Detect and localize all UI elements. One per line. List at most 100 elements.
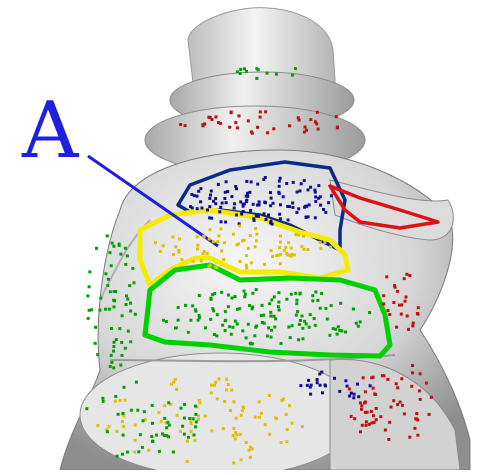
surface-point <box>196 207 199 210</box>
surface-point <box>120 341 123 344</box>
surface-point <box>193 439 196 442</box>
surface-point <box>328 334 331 337</box>
surface-point <box>368 311 371 314</box>
surface-point <box>118 327 121 330</box>
surface-point <box>244 293 247 296</box>
surface-point <box>88 270 91 273</box>
surface-point <box>253 219 256 222</box>
surface-point <box>94 326 97 329</box>
surface-point <box>291 324 294 327</box>
surface-point <box>396 290 399 293</box>
surface-point <box>334 328 337 331</box>
surface-point <box>373 421 376 424</box>
surface-point <box>86 294 89 297</box>
surface-point <box>245 70 248 73</box>
surface-point <box>333 377 336 380</box>
surface-point <box>130 409 133 412</box>
surface-point <box>401 404 404 407</box>
surface-point <box>255 215 258 218</box>
surface-point <box>309 118 312 121</box>
surface-point <box>361 424 364 427</box>
surface-point <box>256 183 259 186</box>
surface-point <box>387 309 390 312</box>
surface-point <box>305 216 308 219</box>
surface-point <box>260 314 263 317</box>
surface-point <box>311 294 314 297</box>
surface-point <box>408 274 411 277</box>
surface-point <box>176 414 179 417</box>
surface-point <box>396 403 399 406</box>
surface-point <box>254 227 257 230</box>
surface-point <box>124 247 127 250</box>
surface-point <box>122 412 125 415</box>
surface-point <box>297 207 300 210</box>
surface-point <box>256 126 259 129</box>
surface-point <box>360 408 363 411</box>
surface-point <box>400 313 403 316</box>
surface-point <box>268 302 271 305</box>
surface-point <box>239 68 242 71</box>
surface-point <box>233 207 236 210</box>
surface-point <box>344 331 347 334</box>
surface-point <box>224 319 227 322</box>
surface-point <box>370 410 373 413</box>
surface-point <box>348 388 351 391</box>
surface-point <box>245 254 248 257</box>
surface-point <box>243 290 246 293</box>
surface-point <box>386 378 389 381</box>
surface-point <box>359 430 362 433</box>
surface-point <box>344 379 347 382</box>
surface-point <box>162 319 165 322</box>
surface-point <box>263 212 266 215</box>
surface-point <box>278 309 281 312</box>
surface-point <box>186 440 189 443</box>
surface-point <box>419 372 422 375</box>
surface-point <box>375 418 378 421</box>
surface-point <box>133 281 136 284</box>
surface-point <box>255 233 258 236</box>
surface-point <box>181 425 184 428</box>
surface-point <box>129 310 132 313</box>
surface-point <box>285 298 288 301</box>
surface-point <box>236 308 239 311</box>
surface-point <box>167 435 170 438</box>
surface-point <box>251 306 254 309</box>
surface-point <box>207 265 210 268</box>
surface-point <box>285 413 288 416</box>
surface-point <box>125 294 128 297</box>
surface-point <box>379 415 382 418</box>
surface-point <box>291 422 294 425</box>
surface-point <box>109 290 112 293</box>
surface-point <box>314 216 317 219</box>
surface-point <box>279 217 282 220</box>
surface-point <box>198 401 201 404</box>
surface-point <box>414 417 417 420</box>
surface-point <box>209 194 212 197</box>
surface-point <box>249 209 252 212</box>
surface-point <box>314 200 317 203</box>
surface-point <box>110 354 113 357</box>
surface-point <box>226 190 229 193</box>
surface-point <box>243 239 246 242</box>
surface-point <box>314 120 317 123</box>
surface-point <box>88 309 91 312</box>
surface-point <box>252 203 255 206</box>
surface-point <box>270 336 273 339</box>
surface-point <box>353 393 356 396</box>
surface-point <box>404 300 407 303</box>
surface-point <box>200 259 203 262</box>
surface-point <box>384 429 387 432</box>
surface-point <box>174 378 177 381</box>
surface-point <box>407 328 410 331</box>
surface-point <box>227 383 230 386</box>
surface-point <box>131 267 134 270</box>
surface-point <box>215 266 218 269</box>
surface-point <box>258 400 261 403</box>
surface-point <box>124 263 127 266</box>
surface-point <box>251 292 254 295</box>
surface-point <box>157 411 160 414</box>
surface-point <box>224 310 227 313</box>
surface-point <box>428 413 431 416</box>
surface-point <box>194 425 197 428</box>
